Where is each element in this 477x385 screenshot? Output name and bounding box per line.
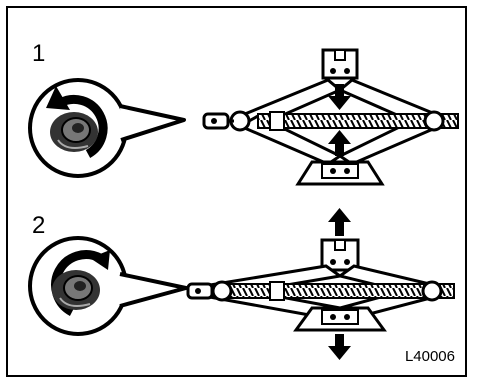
step-1-number: 1 [32, 40, 46, 67]
step-1-group [28, 48, 459, 186]
step-2-arrow-down [328, 334, 351, 360]
step-1-arrow-down [328, 84, 351, 110]
step-2-group [28, 208, 455, 360]
step-2-arrow-up [328, 208, 351, 236]
illustration-frame: 1 2 L40006 [6, 6, 467, 377]
step-1-handle-magnifier [28, 77, 186, 179]
step-1-arrow-up [328, 130, 351, 156]
step-2-number: 2 [32, 212, 46, 239]
jack-operation-illustration [28, 48, 459, 360]
step-2-handle-magnifier [28, 235, 188, 337]
step-1-scissor-jack [202, 48, 459, 186]
step-2-scissor-jack [186, 208, 455, 360]
figure-id-label: L40006 [404, 348, 455, 365]
